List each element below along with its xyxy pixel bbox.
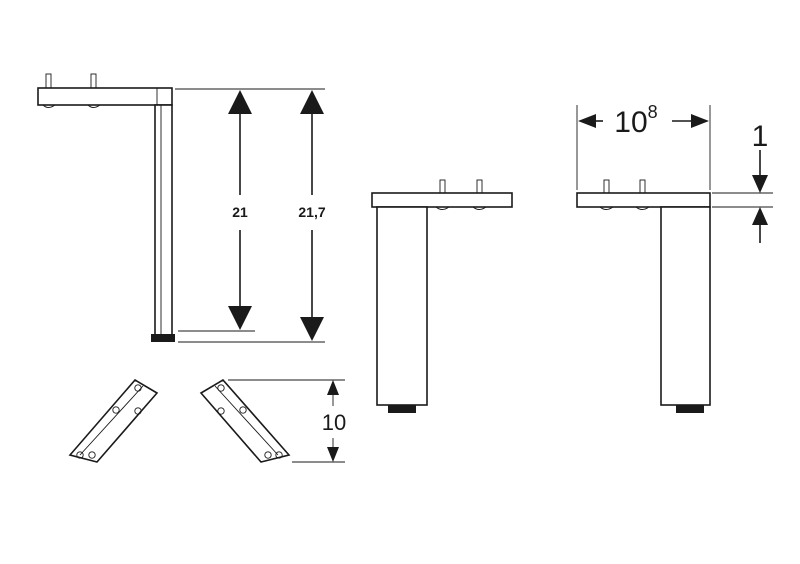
thickness-dimension: 1 bbox=[712, 120, 773, 243]
corner-bracket-right bbox=[199, 378, 291, 463]
mounting-studs bbox=[45, 73, 97, 89]
dimension-label-21-7: 21,7 bbox=[298, 204, 325, 220]
mounting-studs-right bbox=[603, 179, 646, 194]
adjustable-foot-right bbox=[676, 405, 704, 413]
front-view-leg bbox=[371, 179, 513, 413]
width-dimension: 108 bbox=[576, 102, 711, 190]
side-view-leg-right bbox=[576, 179, 711, 413]
dimension-label-10: 10 bbox=[322, 410, 346, 435]
bracket-height-dimension: 10 bbox=[228, 379, 346, 463]
dimension-label-10-8: 108 bbox=[614, 102, 657, 139]
height-dimensions: 21 21,7 bbox=[175, 88, 326, 343]
leg-post bbox=[154, 104, 173, 336]
leg-body-right bbox=[660, 206, 711, 406]
top-plate-middle bbox=[371, 192, 513, 208]
dimension-label-1: 1 bbox=[752, 120, 769, 153]
top-plate-right bbox=[576, 192, 711, 208]
mounting-studs-middle bbox=[439, 179, 483, 194]
side-view-leg bbox=[37, 73, 175, 342]
adjustable-foot-middle bbox=[388, 405, 416, 413]
top-plate bbox=[37, 87, 173, 106]
dimension-label-21: 21 bbox=[232, 204, 248, 220]
corner-bracket-left bbox=[68, 378, 159, 463]
adjustable-foot bbox=[151, 334, 175, 342]
leg-body-middle bbox=[376, 206, 428, 406]
